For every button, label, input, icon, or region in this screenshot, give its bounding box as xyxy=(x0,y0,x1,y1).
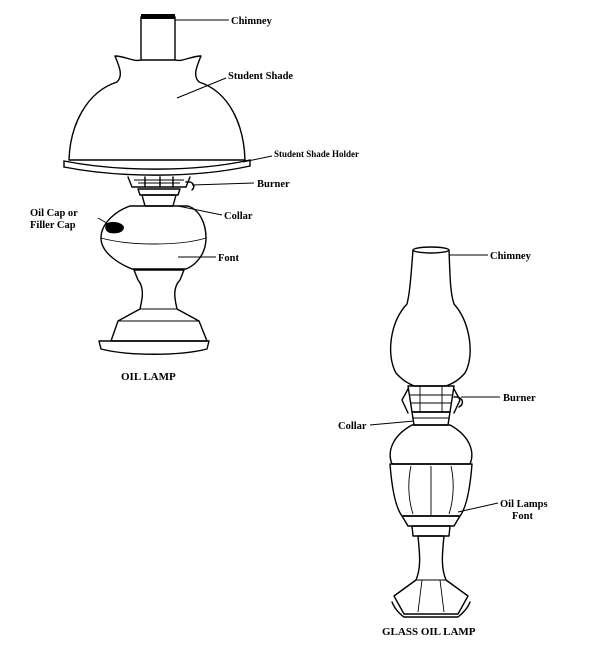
oil-lamp-collar xyxy=(141,194,177,207)
glass-lamp-chimney xyxy=(389,246,471,387)
oil-lamp-chimney xyxy=(140,14,176,61)
oil-lamp-burner xyxy=(127,176,195,196)
label-burner: Burner xyxy=(257,179,290,190)
label-font: Font xyxy=(218,253,240,264)
glass-lamp-font xyxy=(389,424,473,517)
label-glass-chimney: Chimney xyxy=(490,251,532,262)
label-glass-font-line2: Font xyxy=(512,511,534,522)
label-oil-cap-line1: Oil Cap or xyxy=(30,208,78,219)
oil-lamp-student-shade xyxy=(68,55,246,161)
caption-glass-oil-lamp: GLASS OIL LAMP xyxy=(382,626,476,638)
glass-lamp-burner xyxy=(401,385,464,414)
oil-lamp-base xyxy=(98,269,210,355)
label-oil-cap-line2: Filler Cap xyxy=(30,220,76,231)
label-collar: Collar xyxy=(224,211,253,222)
glass-oil-lamp-figure xyxy=(389,246,473,618)
label-student-shade: Student Shade xyxy=(228,71,293,82)
label-student-shade-holder: Student Shade Holder xyxy=(274,149,359,159)
oil-lamp-font xyxy=(100,205,207,270)
oil-lamp-labels: Chimney Student Shade Student Shade Hold… xyxy=(30,16,359,383)
leader-lines xyxy=(97,19,500,513)
label-glass-collar: Collar xyxy=(338,421,367,432)
glass-lamp-labels: Chimney Burner Collar Oil Lamps Font GLA… xyxy=(338,251,548,638)
label-chimney: Chimney xyxy=(231,16,273,27)
oil-lamp-figure xyxy=(63,14,251,355)
caption-oil-lamp: OIL LAMP xyxy=(121,371,176,383)
label-glass-font-line1: Oil Lamps xyxy=(500,499,548,510)
glass-lamp-base xyxy=(391,515,471,618)
oil-lamp-shade-holder xyxy=(63,159,251,176)
glass-lamp-collar xyxy=(411,411,451,426)
label-glass-burner: Burner xyxy=(503,393,536,404)
